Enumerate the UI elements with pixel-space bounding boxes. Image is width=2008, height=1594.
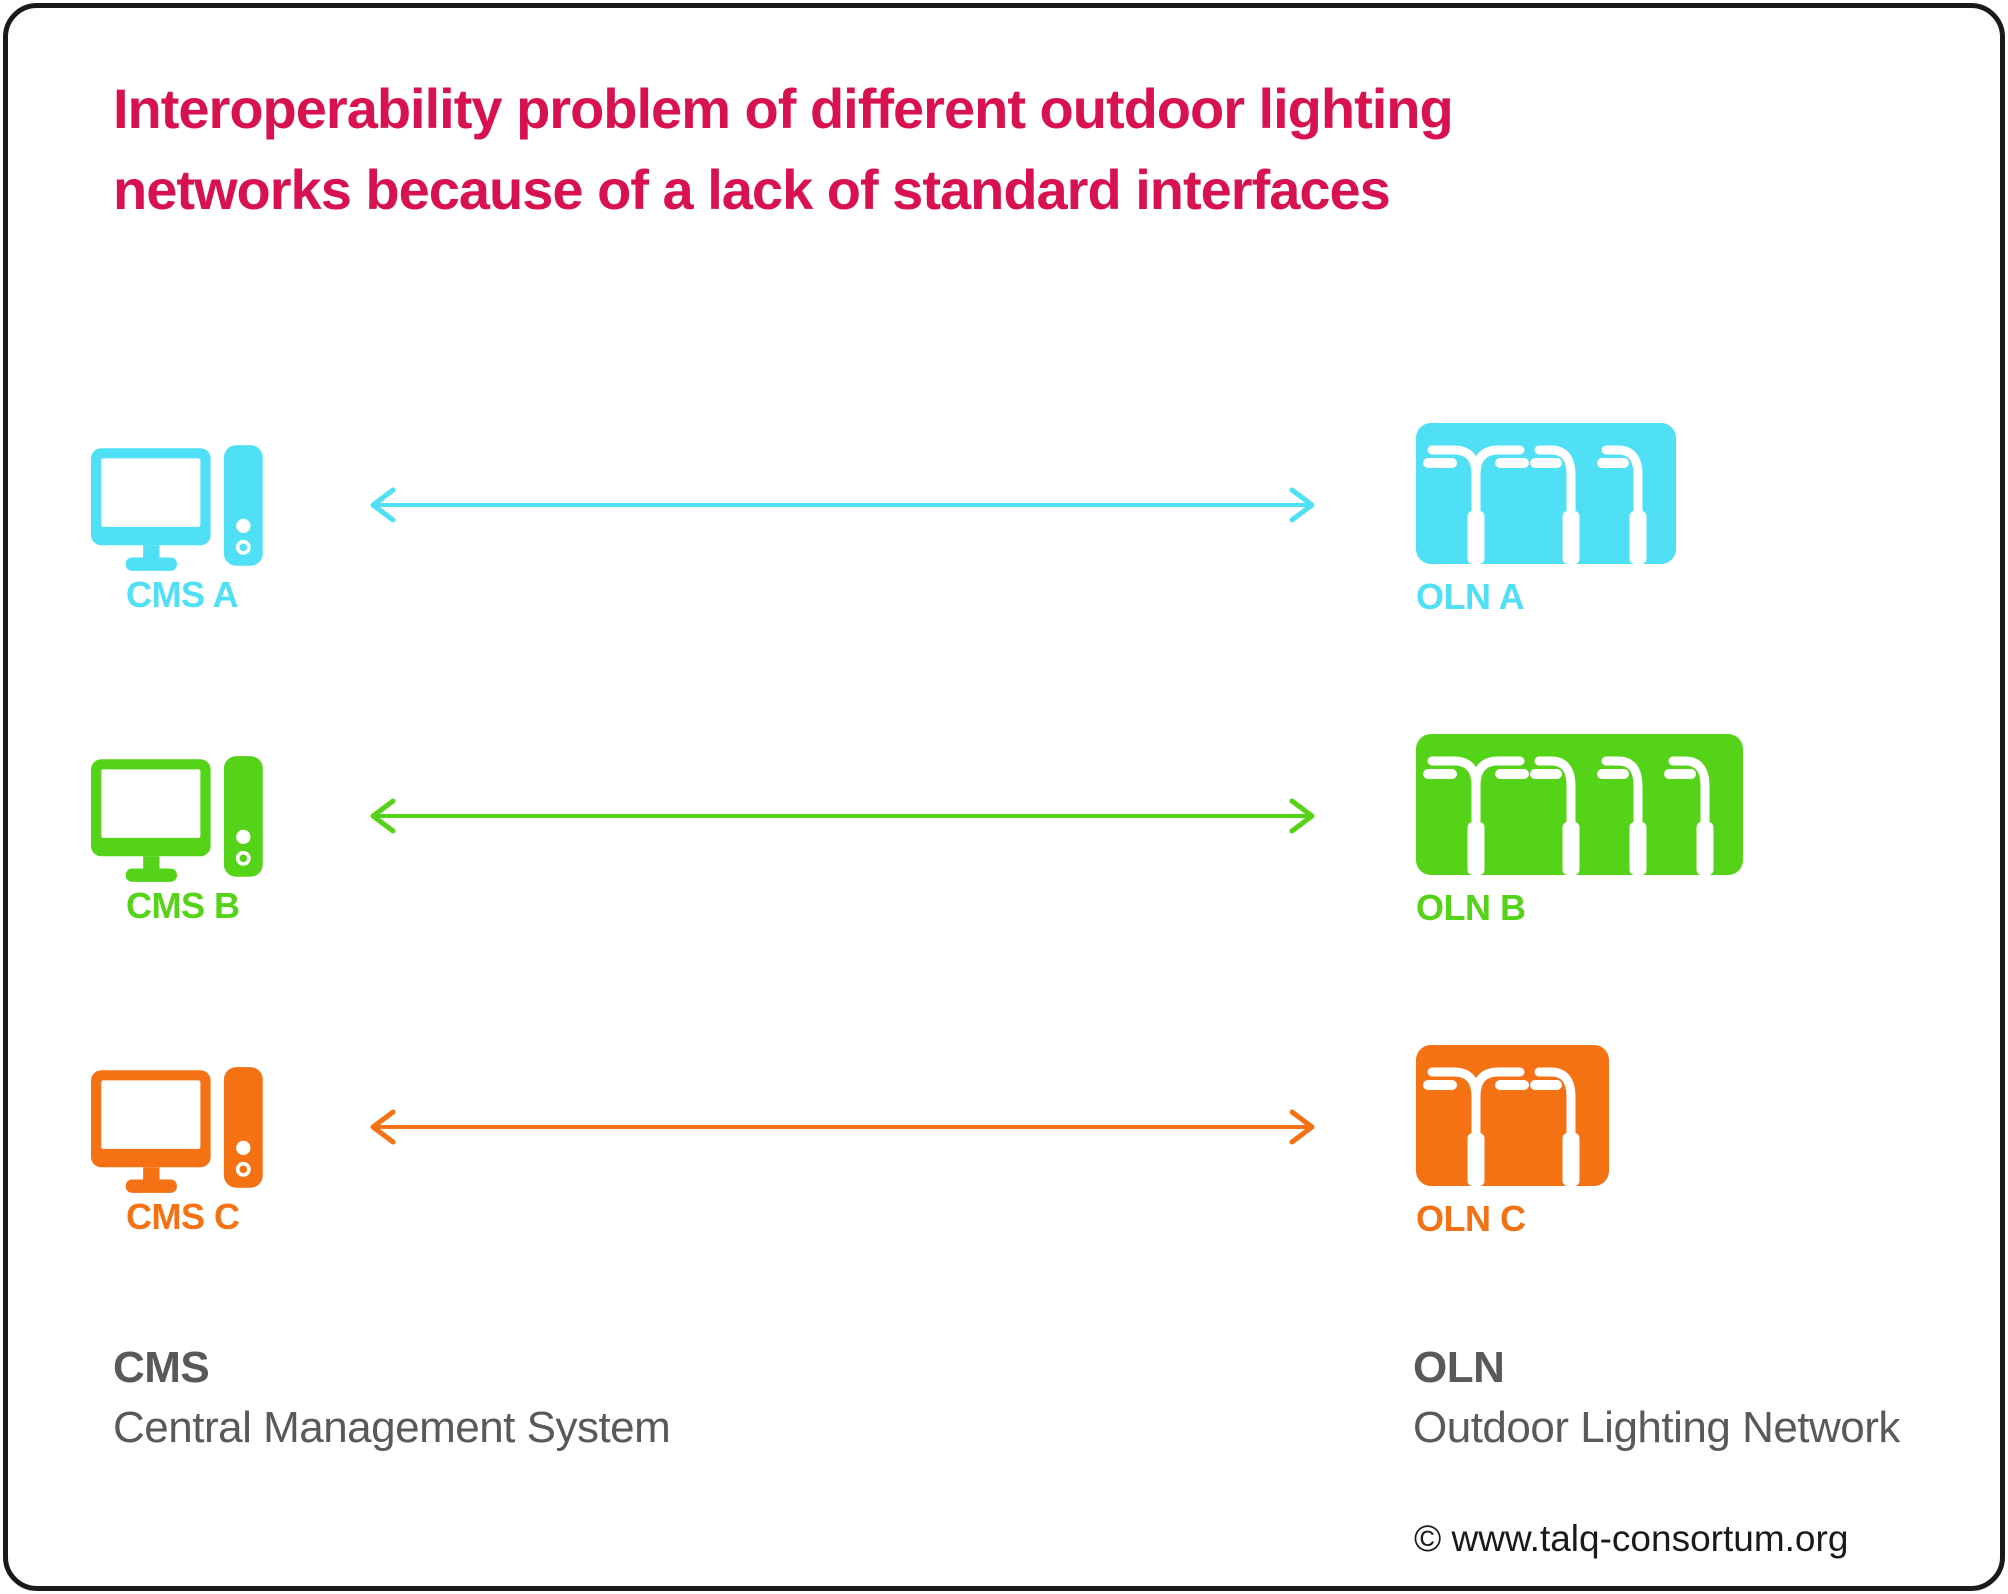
desktop-computer-icon bbox=[90, 1067, 275, 1199]
streetlights-icon bbox=[1416, 734, 1743, 880]
streetlights-icon bbox=[1416, 1045, 1609, 1191]
bidirectional-arrow-icon bbox=[360, 1097, 1325, 1162]
bidirectional-arrow-icon bbox=[360, 475, 1325, 540]
diagram-title: Interoperability problem of different ou… bbox=[113, 68, 1454, 230]
row-cms-c-oln-c: CMS C OLN C bbox=[0, 1045, 2008, 1265]
desktop-computer-icon bbox=[90, 445, 275, 577]
row-cms-a-oln-a: CMS A OLN A bbox=[0, 423, 2008, 643]
oln-label: OLN A bbox=[1416, 576, 1525, 617]
title-line-1: Interoperability problem of different ou… bbox=[113, 77, 1454, 140]
copyright-text: © www.talq-consortum.org bbox=[1414, 1518, 1849, 1559]
title-line-2: networks because of a lack of standard i… bbox=[113, 158, 1391, 222]
legend-oln-full: Outdoor Lighting Network bbox=[1413, 1403, 1900, 1452]
legend-oln: OLN Outdoor Lighting Network bbox=[1413, 1343, 1900, 1453]
legend-cms-abbr: CMS bbox=[113, 1343, 210, 1392]
streetlights-icon bbox=[1416, 423, 1676, 569]
cms-label: CMS C bbox=[126, 1196, 240, 1237]
bidirectional-arrow-icon bbox=[360, 786, 1325, 851]
desktop-computer-icon bbox=[90, 756, 275, 888]
oln-label: OLN B bbox=[1416, 887, 1526, 928]
legend-cms: CMS Central Management System bbox=[113, 1343, 671, 1453]
legend-cms-full: Central Management System bbox=[113, 1403, 671, 1452]
oln-label: OLN C bbox=[1416, 1198, 1526, 1239]
legend-oln-abbr: OLN bbox=[1413, 1343, 1505, 1392]
row-cms-b-oln-b: CMS B OLN B bbox=[0, 734, 2008, 954]
cms-label: CMS A bbox=[126, 574, 239, 615]
cms-label: CMS B bbox=[126, 885, 240, 926]
